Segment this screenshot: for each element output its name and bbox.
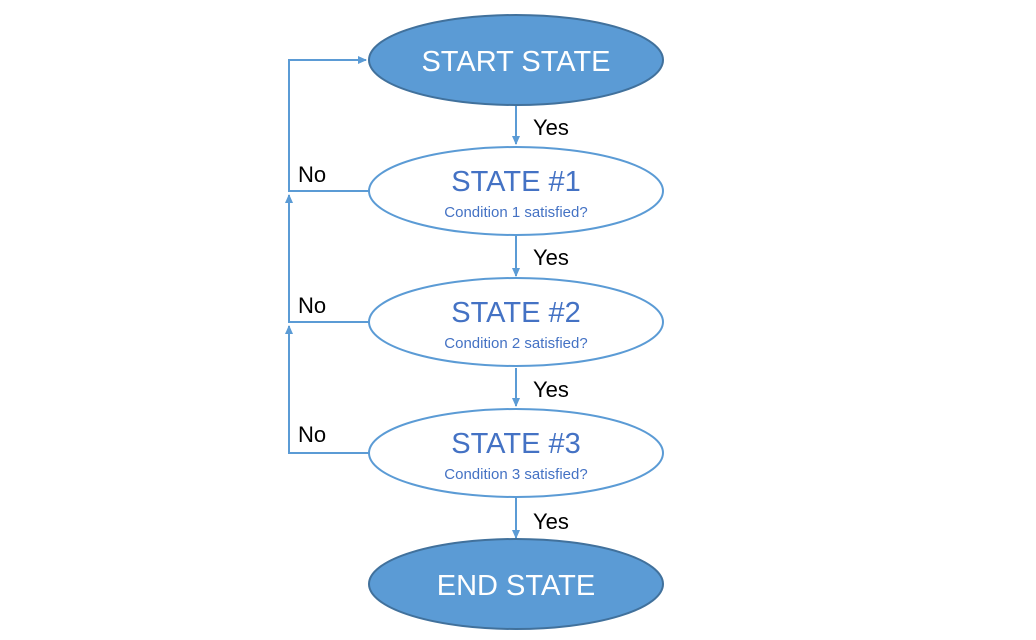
no-label-state2: No: [298, 293, 326, 318]
state1-node: STATE #1 Condition 1 satisfied?: [368, 146, 664, 236]
edge-state2-no-to-loop: [285, 194, 370, 323]
state3-title: STATE #3: [451, 428, 580, 460]
edge-state3-no-to-loop: [285, 325, 370, 454]
state3-node: STATE #3 Condition 3 satisfied?: [368, 408, 664, 498]
state2-node: STATE #2 Condition 2 satisfied?: [368, 277, 664, 367]
state2-condition: Condition 2 satisfied?: [444, 335, 587, 352]
start-state-title: START STATE: [421, 46, 610, 78]
state1-title: STATE #1: [451, 166, 580, 198]
yes-label-start: Yes: [533, 115, 569, 140]
end-state-node: END STATE: [368, 538, 664, 630]
state1-condition: Condition 1 satisfied?: [444, 204, 587, 221]
edge-state1-no-to-start: [288, 56, 370, 192]
no-label-state3: No: [298, 422, 326, 447]
yes-label-state3: Yes: [533, 509, 569, 534]
no-label-state1: No: [298, 162, 326, 187]
state2-title: STATE #2: [451, 297, 580, 329]
state3-condition: Condition 3 satisfied?: [444, 466, 587, 483]
start-state-node: START STATE: [368, 14, 664, 106]
yes-label-state2: Yes: [533, 377, 569, 402]
yes-label-state1: Yes: [533, 245, 569, 270]
end-state-title: END STATE: [437, 570, 595, 602]
